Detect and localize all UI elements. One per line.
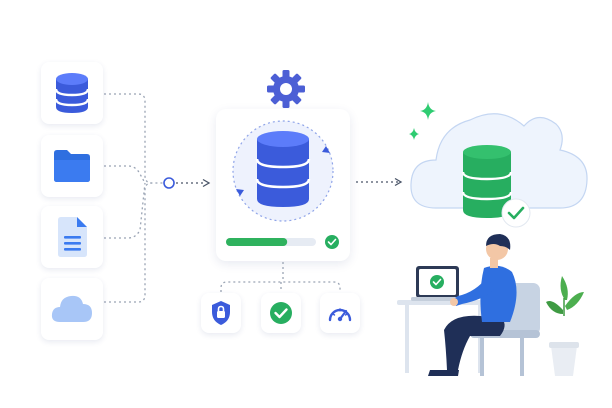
database-icon (255, 131, 311, 207)
processing-visual (226, 120, 339, 249)
source-cloud-card (41, 278, 103, 340)
potted-plant (546, 276, 584, 376)
source-document-card (41, 206, 103, 268)
rotation-ring (232, 120, 334, 222)
rotation-arrow-icon (322, 146, 330, 153)
sparkle-icon (409, 128, 419, 140)
cloud-icon (51, 295, 92, 322)
sparkle-icon (420, 102, 436, 120)
sync-check-icon (501, 198, 531, 228)
progress-fill (226, 238, 288, 246)
person (428, 234, 517, 376)
gear-icon (267, 70, 305, 108)
progress-check-icon (325, 235, 339, 249)
connector-database (104, 93, 163, 184)
speed-gauge-icon (328, 308, 352, 322)
connector-document (104, 182, 146, 239)
hub-arrowhead (202, 178, 211, 188)
connector-cloud (104, 182, 153, 303)
database-icon (54, 73, 90, 113)
security-card (201, 293, 241, 333)
laptop (411, 266, 467, 301)
source-folder-card (41, 135, 103, 197)
cloud-database-icon (461, 145, 513, 218)
performance-card (320, 293, 360, 333)
processing-panel (216, 109, 350, 261)
center-to-cloud-arrowhead (394, 177, 403, 187)
laptop-check-icon (430, 275, 444, 289)
check-circle-icon (270, 302, 292, 324)
source-database-card (41, 62, 103, 124)
verified-card (261, 293, 301, 333)
connector-hub (163, 177, 175, 189)
source-connectors (104, 93, 163, 303)
folder-icon (54, 150, 90, 182)
connector-folder (104, 165, 146, 184)
document-icon (58, 217, 87, 257)
rotation-arrow-icon (236, 189, 244, 196)
shield-lock-icon (212, 301, 230, 325)
